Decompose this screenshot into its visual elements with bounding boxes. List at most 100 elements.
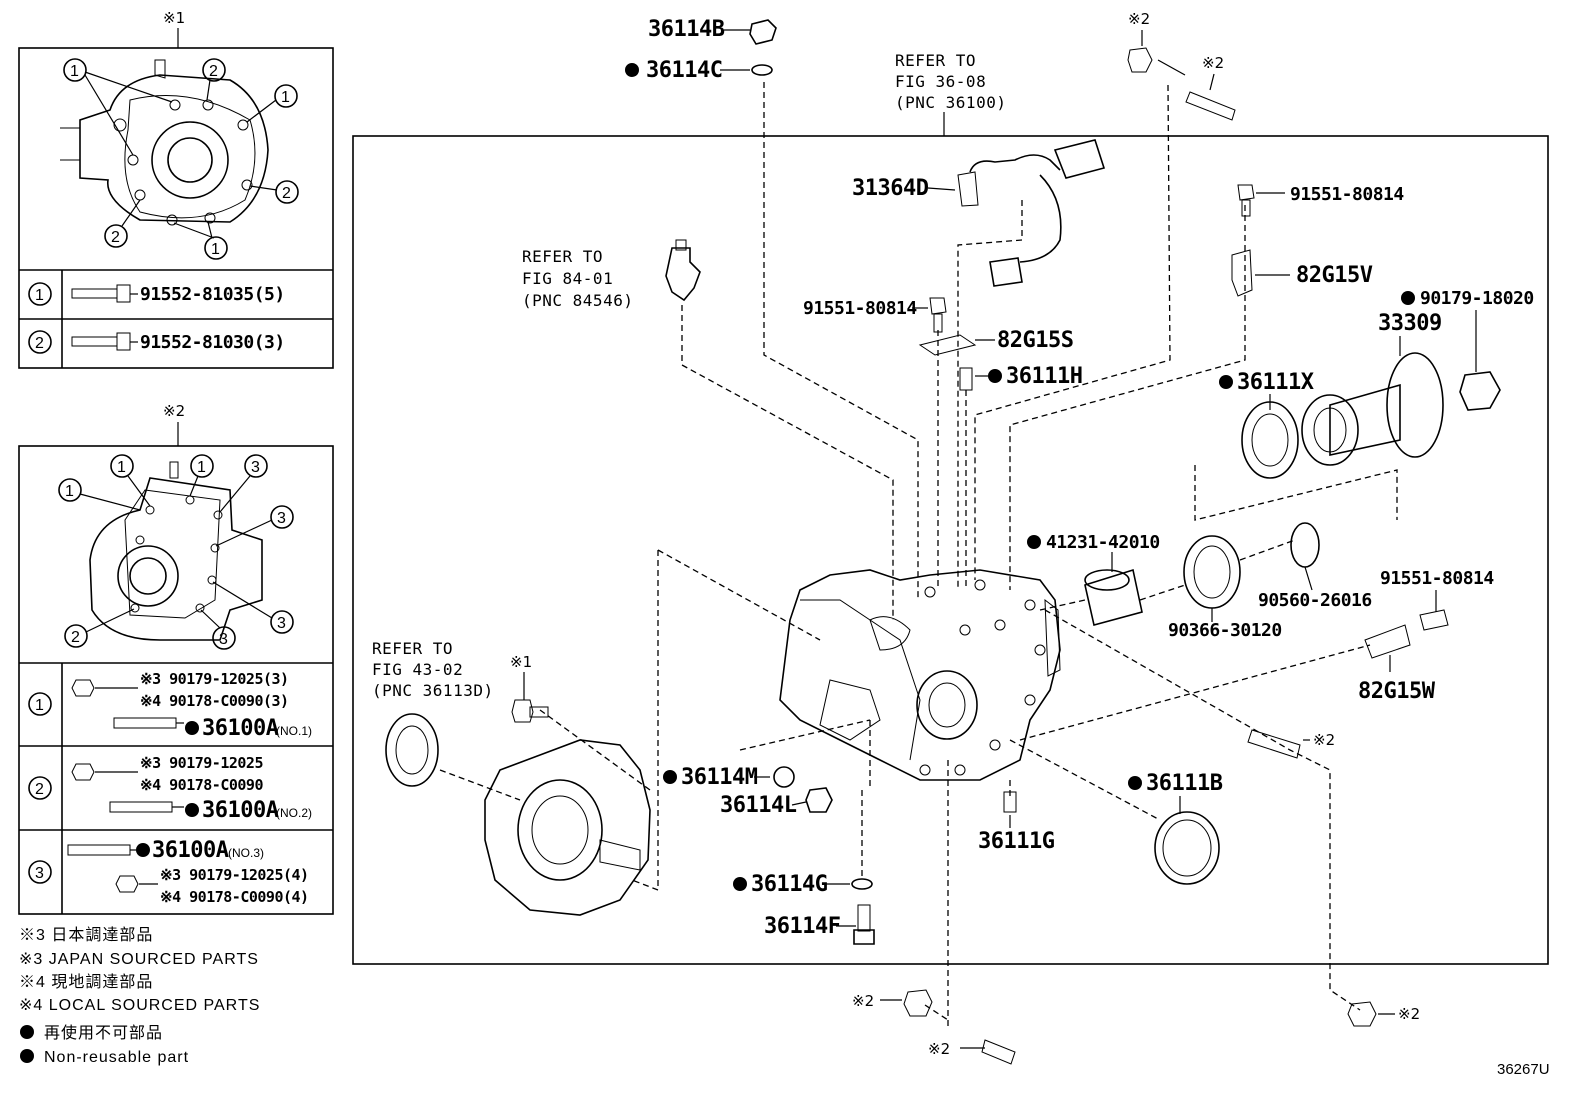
callout: 1 xyxy=(70,63,79,80)
part-36114F[interactable]: 36114F xyxy=(764,904,875,945)
callout: 2 xyxy=(209,63,218,80)
svg-text:82G15S: 82G15S xyxy=(997,328,1073,353)
part-number[interactable]: ※3 90179-12025(4) xyxy=(160,866,309,884)
svg-text:90179-18020: 90179-18020 xyxy=(1420,288,1534,309)
part-41231-42010[interactable]: 41231-42010 xyxy=(1027,532,1160,626)
part-number[interactable]: 36100A xyxy=(202,798,279,823)
part-90366-30120[interactable]: 90366-30120 xyxy=(1168,535,1282,641)
svg-text:FIG 43-02: FIG 43-02 xyxy=(372,660,463,679)
callout: 3 xyxy=(277,510,286,527)
legend-line: Non-reusable part xyxy=(44,1049,189,1066)
svg-text:91551-80814: 91551-80814 xyxy=(1380,568,1494,589)
inset-2-row-1: 1 ※3 90179-12025(3) ※4 90178-C0090(3) 36… xyxy=(28,670,312,741)
part-36114C[interactable]: 36114C xyxy=(625,58,773,83)
part-note: (NO.1) xyxy=(276,724,312,738)
part-82G15W[interactable]: 82G15W xyxy=(1358,624,1436,704)
part-33309[interactable]: 33309 xyxy=(1301,311,1444,466)
svg-text:FIG 84-01: FIG 84-01 xyxy=(522,269,613,288)
callout: 3 xyxy=(251,459,260,476)
svg-text:90560-26016: 90560-26016 xyxy=(1258,590,1372,611)
inset-1-row-2: 2 91552-81030(3) xyxy=(28,330,285,354)
part-number[interactable]: 91552-81035(5) xyxy=(140,284,285,305)
reference-fig-43-02[interactable]: REFER TO FIG 43-02 (PNC 36113D) xyxy=(372,639,494,700)
part-number[interactable]: ※3 90179-12025(3) xyxy=(140,670,289,688)
part-number[interactable]: ※4 90178-C0090 xyxy=(140,776,264,794)
part-number[interactable]: 36100A xyxy=(202,716,279,741)
legend-line: ※4 現地調達部品 xyxy=(19,973,153,991)
figure-code: 36267U xyxy=(1497,1061,1550,1078)
svg-text:82G15V: 82G15V xyxy=(1296,263,1373,288)
part-36114M[interactable]: 36114M xyxy=(663,765,795,790)
inset-1-row-1: 1 91552-81035(5) xyxy=(28,282,285,306)
inset-1-title: ※1 xyxy=(163,9,185,27)
svg-text:36114B: 36114B xyxy=(648,17,725,42)
callout: 3 xyxy=(277,615,286,632)
stud-nut-top[interactable]: ※2 ※2 xyxy=(1127,10,1236,121)
callout: 1 xyxy=(117,459,126,476)
svg-text:36111X: 36111X xyxy=(1237,370,1314,395)
legend: ※3 日本調達部品 ※3 JAPAN SOURCED PARTS ※4 現地調達… xyxy=(19,926,260,1066)
part-82G15V[interactable]: 82G15V xyxy=(1231,249,1373,297)
inset-2-title: ※2 xyxy=(163,402,185,420)
svg-text:※2: ※2 xyxy=(1313,731,1335,749)
svg-text:82G15W: 82G15W xyxy=(1358,679,1436,704)
part-number[interactable]: ※4 90178-C0090(3) xyxy=(140,692,289,710)
part-36111X[interactable]: 36111X xyxy=(1219,370,1314,479)
part-note: (NO.2) xyxy=(276,806,312,820)
svg-text:※2: ※2 xyxy=(1398,1005,1420,1023)
transfer-housing[interactable] xyxy=(779,569,1061,781)
callout: 2 xyxy=(282,185,291,202)
legend-line: 再使用不可部品 xyxy=(44,1024,163,1042)
part-36111G[interactable]: 36111G xyxy=(978,791,1055,854)
part-91551-80814-a[interactable]: 91551-80814 xyxy=(803,297,947,333)
part-91551-80814-b[interactable]: 91551-80814 xyxy=(1237,184,1405,217)
part-number[interactable]: 36100A xyxy=(152,838,229,863)
svg-text:※2: ※2 xyxy=(1202,54,1224,72)
svg-text:36114G: 36114G xyxy=(751,872,828,897)
part-36114L[interactable]: 36114L xyxy=(720,787,833,818)
reference-fig-84-01[interactable]: REFER TO FIG 84-01 (PNC 84546) xyxy=(522,247,633,310)
svg-text:36111G: 36111G xyxy=(978,829,1055,854)
part-90179-18020[interactable]: 90179-18020 xyxy=(1401,288,1534,411)
inset-2: ※2 1 1 1 3 3 3 2 3 xyxy=(18,402,334,915)
svg-text:(PNC 36100): (PNC 36100) xyxy=(895,93,1006,112)
svg-text:41231-42010: 41231-42010 xyxy=(1046,532,1160,553)
inset-1-callouts: 1 2 1 2 2 1 xyxy=(63,58,299,260)
speed-sensor[interactable] xyxy=(665,239,701,302)
part-90560-26016[interactable]: 90560-26016 xyxy=(1258,522,1372,611)
svg-text:36114C: 36114C xyxy=(646,58,722,83)
non-reusable-dot-icon xyxy=(20,1025,34,1039)
legend-line: ※3 日本調達部品 xyxy=(19,926,153,944)
svg-text:※1: ※1 xyxy=(510,653,532,671)
part-36111H[interactable]: 36111H xyxy=(959,364,1083,391)
svg-text:91551-80814: 91551-80814 xyxy=(1290,184,1404,205)
inset-2-row-2: 2 ※3 90179-12025 ※4 90178-C0090 36100A (… xyxy=(28,754,312,823)
row-number: 3 xyxy=(35,865,44,882)
stud-right[interactable]: ※2 xyxy=(1247,729,1335,759)
extension-housing[interactable] xyxy=(484,739,651,916)
part-36114B[interactable]: 36114B xyxy=(648,17,777,45)
part-number[interactable]: ※3 90179-12025 xyxy=(140,754,264,772)
part-number[interactable]: 91552-81030(3) xyxy=(140,332,285,353)
svg-text:31364D: 31364D xyxy=(852,176,929,201)
stud-nut-bottom[interactable]: ※2 ※2 xyxy=(852,989,1016,1065)
callout: 1 xyxy=(197,459,206,476)
callout: 1 xyxy=(211,241,220,258)
part-82G15S[interactable]: 82G15S xyxy=(918,328,1074,356)
row-number: 2 xyxy=(35,781,44,798)
callout: 2 xyxy=(111,229,120,246)
reference-fig-36-08[interactable]: REFER TO FIG 36-08 (PNC 36100) xyxy=(895,51,1006,136)
svg-text:REFER TO: REFER TO xyxy=(895,51,976,70)
bolt-x1[interactable]: ※1 xyxy=(510,653,549,723)
part-91551-80814-c[interactable]: 91551-80814 xyxy=(1380,568,1495,631)
part-36111B[interactable]: 36111B xyxy=(1128,771,1223,885)
part-31364D[interactable]: 31364D xyxy=(852,139,1106,287)
part-36114G[interactable]: 36114G xyxy=(733,872,873,897)
part-number[interactable]: ※4 90178-C0090(4) xyxy=(160,888,309,906)
oil-seal-left[interactable] xyxy=(385,713,439,787)
legend-line: ※4 LOCAL SOURCED PARTS xyxy=(19,997,260,1014)
row-number: 1 xyxy=(35,287,44,304)
svg-text:REFER TO: REFER TO xyxy=(522,247,603,266)
svg-text:36114M: 36114M xyxy=(681,765,758,790)
nut-bottom-right[interactable]: ※2 xyxy=(1347,1001,1420,1027)
